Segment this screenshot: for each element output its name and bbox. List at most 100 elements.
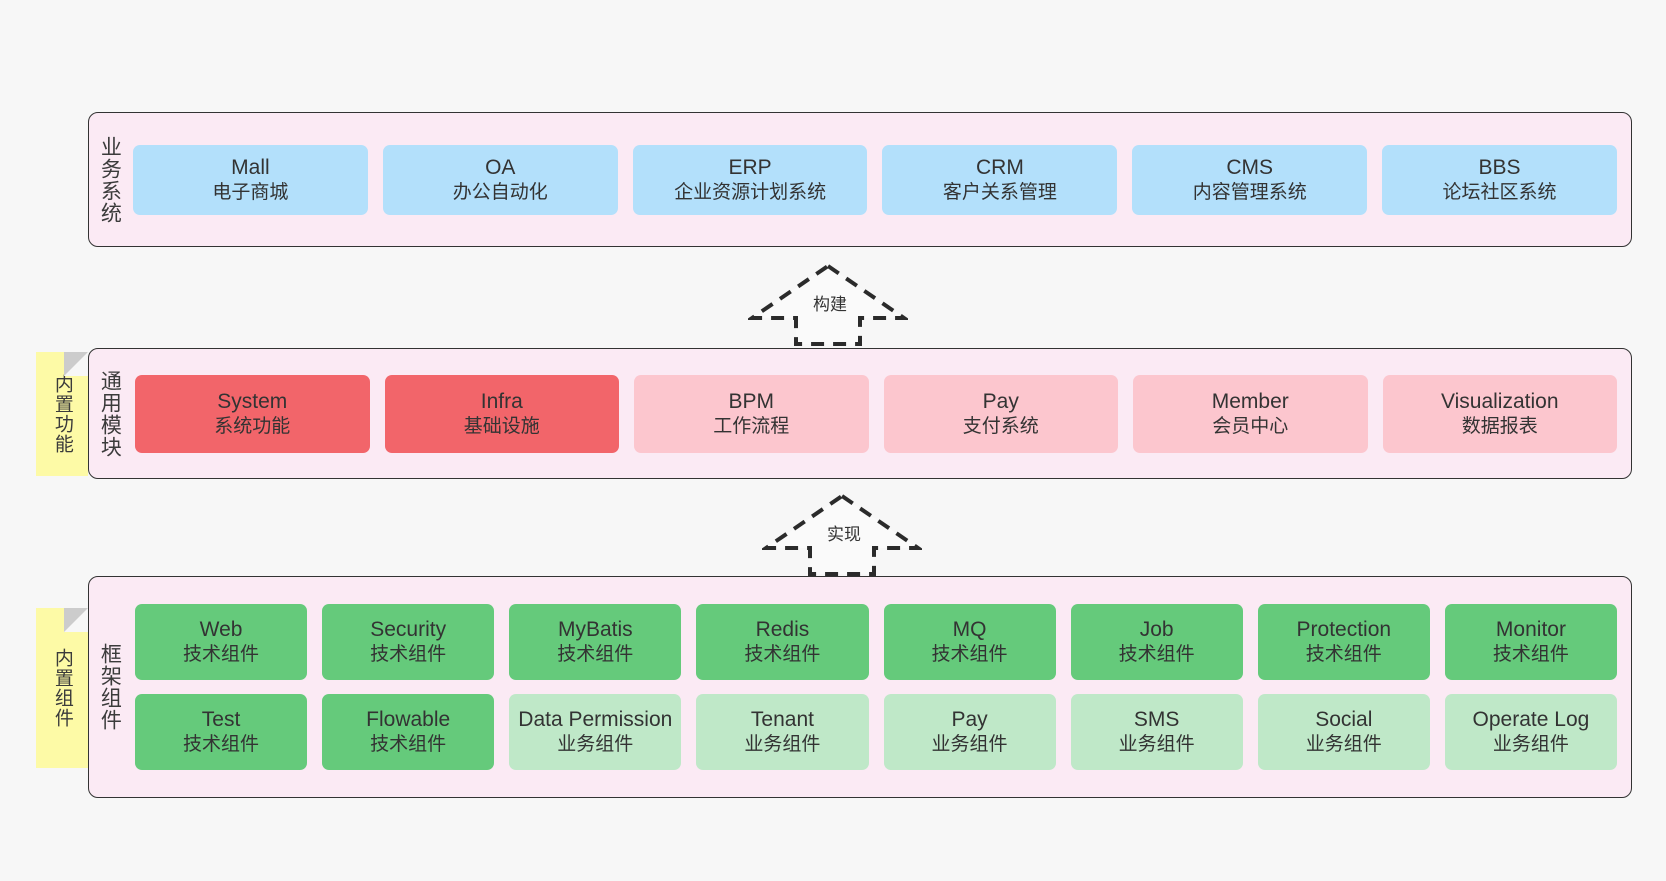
card-row: Web 技术组件 Security 技术组件 MyBatis 技术组件 Redi… <box>135 604 1617 680</box>
card-title: Pay <box>951 708 988 732</box>
card-member[interactable]: Member 会员中心 <box>1133 374 1368 453</box>
sticky-note-builtin-component: 内置组件 <box>36 608 88 768</box>
card-security[interactable]: Security 技术组件 <box>322 604 495 680</box>
layer-title-business-system: 业务系统 <box>98 135 122 224</box>
arrow-label-build: 构建 <box>812 290 848 315</box>
card-mall[interactable]: Mall 电子商城 <box>133 144 368 215</box>
card-subtitle: 内容管理系统 <box>1192 181 1307 203</box>
card-title: Social <box>1315 708 1373 732</box>
card-subtitle: 技术组件 <box>931 644 1008 666</box>
card-subtitle: 办公自动化 <box>452 181 548 203</box>
card-title: Test <box>201 708 241 732</box>
card-social[interactable]: Social 业务组件 <box>1257 694 1430 770</box>
card-title: Job <box>1139 618 1174 642</box>
sticky-note-label: 内置组件 <box>51 648 73 728</box>
card-bbs[interactable]: BBS 论坛社区系统 <box>1382 144 1617 215</box>
sticky-note-builtin-function: 内置功能 <box>36 352 88 476</box>
card-subtitle: 技术组件 <box>744 644 821 666</box>
card-subtitle: 技术组件 <box>183 734 260 756</box>
card-title: CMS <box>1226 155 1274 179</box>
card-subtitle: 论坛社区系统 <box>1442 181 1557 203</box>
card-job[interactable]: Job 技术组件 <box>1070 604 1243 680</box>
card-web[interactable]: Web 技术组件 <box>135 604 308 680</box>
card-tenant[interactable]: Tenant 业务组件 <box>696 694 869 770</box>
card-visualization[interactable]: Visualization 数据报表 <box>1382 374 1617 453</box>
card-test[interactable]: Test 技术组件 <box>135 694 308 770</box>
card-redis[interactable]: Redis 技术组件 <box>696 604 869 680</box>
card-infra[interactable]: Infra 基础设施 <box>384 374 619 453</box>
card-title: Monitor <box>1495 618 1566 642</box>
card-title: SMS <box>1133 708 1180 732</box>
card-subtitle: 基础设施 <box>463 415 540 437</box>
card-row: Test 技术组件 Flowable 技术组件 Data Permission … <box>135 694 1617 770</box>
layer-body-business-system: Mall 电子商城 OA 办公自动化 ERP 企业资源计划系统 CRM 客户关系… <box>129 113 1631 246</box>
layer-business-system: 业务系统 Mall 电子商城 OA 办公自动化 ERP 企业资源计划系统 CRM… <box>88 112 1632 247</box>
card-subtitle: 技术组件 <box>183 644 260 666</box>
arrow-implement: 实现 <box>762 492 922 578</box>
layer-body-common-module: System 系统功能 Infra 基础设施 BPM 工作流程 Pay 支付系统… <box>129 349 1631 478</box>
card-subtitle: 客户关系管理 <box>942 181 1057 203</box>
card-protection[interactable]: Protection 技术组件 <box>1257 604 1430 680</box>
card-title: Visualization <box>1440 389 1559 413</box>
layer-common-module: 通用模块 System 系统功能 Infra 基础设施 BPM 工作流程 Pay… <box>88 348 1632 479</box>
arrow-label-implement: 实现 <box>826 520 862 545</box>
card-bpm[interactable]: BPM 工作流程 <box>634 374 869 453</box>
card-title: Tenant <box>750 708 814 732</box>
card-title: System <box>217 389 288 413</box>
card-subtitle: 业务组件 <box>1305 734 1382 756</box>
card-erp[interactable]: ERP 企业资源计划系统 <box>632 144 868 215</box>
card-cms[interactable]: CMS 内容管理系统 <box>1132 144 1368 215</box>
card-operate-log[interactable]: Operate Log 业务组件 <box>1444 694 1617 770</box>
card-flowable[interactable]: Flowable 技术组件 <box>322 694 495 770</box>
card-title: Web <box>199 618 243 642</box>
card-subtitle: 企业资源计划系统 <box>674 181 827 203</box>
card-title: Infra <box>480 389 523 413</box>
card-subtitle: 数据报表 <box>1461 415 1538 437</box>
card-title: Flowable <box>366 708 451 732</box>
card-title: BBS <box>1478 155 1521 179</box>
card-title: Redis <box>755 618 810 642</box>
card-subtitle: 技术组件 <box>1118 644 1195 666</box>
card-title: Mall <box>231 155 270 179</box>
card-system[interactable]: System 系统功能 <box>135 374 370 453</box>
card-title: Security <box>370 618 447 642</box>
card-subtitle: 业务组件 <box>744 734 821 756</box>
card-subtitle: 技术组件 <box>1305 644 1382 666</box>
card-title: MQ <box>952 618 987 642</box>
card-subtitle: 技术组件 <box>370 734 447 756</box>
card-subtitle: 业务组件 <box>931 734 1008 756</box>
card-subtitle: 技术组件 <box>557 644 634 666</box>
card-subtitle: 系统功能 <box>214 415 291 437</box>
layer-title-framework-component: 框架组件 <box>98 643 122 731</box>
card-subtitle: 技术组件 <box>370 644 447 666</box>
card-monitor[interactable]: Monitor 技术组件 <box>1444 604 1617 680</box>
card-subtitle: 会员中心 <box>1212 415 1289 437</box>
card-mybatis[interactable]: MyBatis 技术组件 <box>509 604 682 680</box>
card-title: CRM <box>975 155 1024 179</box>
card-title: Pay <box>982 389 1019 413</box>
card-title: BPM <box>728 389 774 413</box>
card-row: Mall 电子商城 OA 办公自动化 ERP 企业资源计划系统 CRM 客户关系… <box>133 144 1617 215</box>
card-title: Operate Log <box>1472 708 1590 732</box>
card-subtitle: 业务组件 <box>1118 734 1195 756</box>
layer-framework-component: 框架组件 Web 技术组件 Security 技术组件 MyBatis 技术组件… <box>88 576 1632 798</box>
card-crm[interactable]: CRM 客户关系管理 <box>882 144 1118 215</box>
card-data-permission[interactable]: Data Permission 业务组件 <box>509 694 682 770</box>
card-pay-component[interactable]: Pay 业务组件 <box>883 694 1056 770</box>
card-subtitle: 电子商城 <box>212 181 289 203</box>
card-subtitle: 支付系统 <box>962 415 1039 437</box>
layer-body-framework-component: Web 技术组件 Security 技术组件 MyBatis 技术组件 Redi… <box>129 577 1631 797</box>
card-oa[interactable]: OA 办公自动化 <box>382 144 618 215</box>
sticky-note-label: 内置功能 <box>51 374 73 454</box>
card-title: ERP <box>728 155 772 179</box>
card-title: Data Permission <box>518 708 673 732</box>
card-row: System 系统功能 Infra 基础设施 BPM 工作流程 Pay 支付系统… <box>135 374 1617 453</box>
card-subtitle: 业务组件 <box>1492 734 1569 756</box>
card-pay-module[interactable]: Pay 支付系统 <box>883 374 1118 453</box>
card-subtitle: 业务组件 <box>557 734 634 756</box>
card-subtitle: 技术组件 <box>1492 644 1569 666</box>
card-mq[interactable]: MQ 技术组件 <box>883 604 1056 680</box>
layer-title-common-module: 通用模块 <box>98 369 122 458</box>
card-sms[interactable]: SMS 业务组件 <box>1070 694 1243 770</box>
